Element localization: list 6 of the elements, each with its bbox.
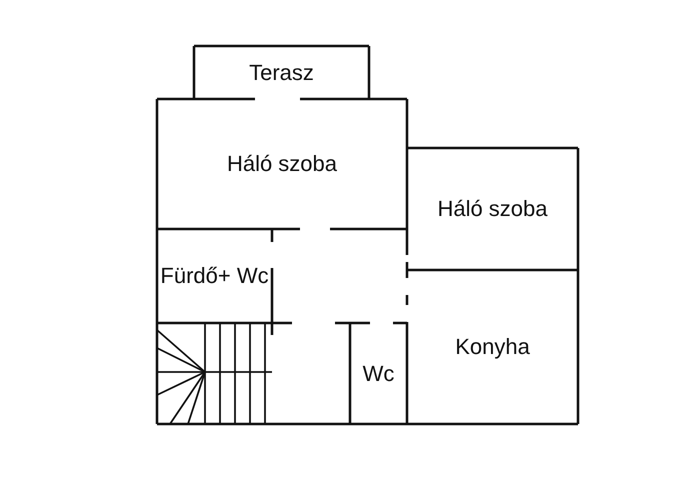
room-label: Háló szoba	[437, 195, 548, 224]
room-label: Fürdő+ Wc	[160, 262, 269, 290]
room-label: Terasz	[249, 58, 314, 87]
room-label: Háló szoba	[226, 150, 338, 178]
room-label: Konyha	[455, 333, 530, 362]
room-label: Wc	[362, 360, 394, 388]
